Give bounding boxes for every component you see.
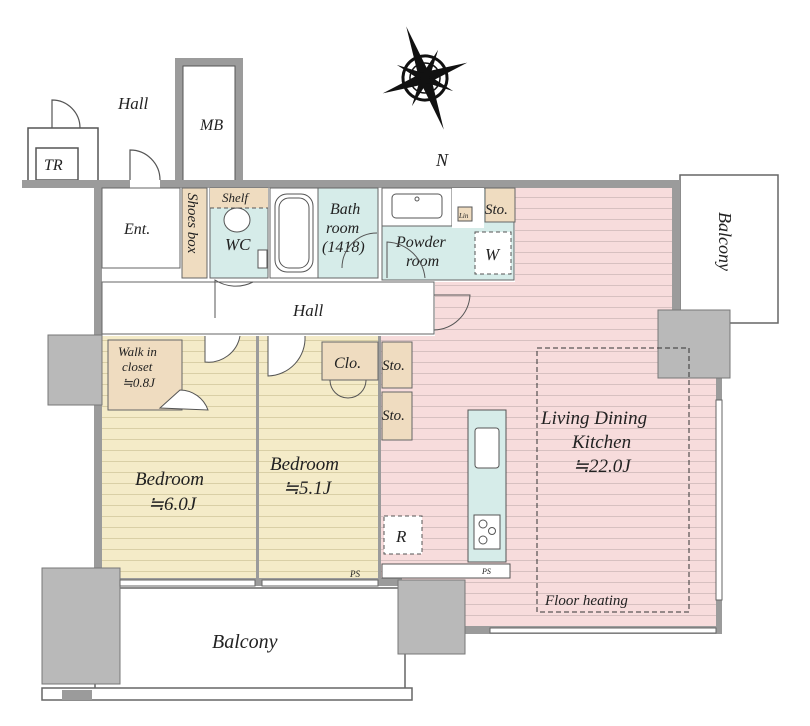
structural-columns	[41, 309, 731, 685]
ldk-size: ≒22.0J	[573, 456, 632, 477]
washer-label: W	[485, 245, 501, 264]
kitchen-sink-icon	[474, 427, 500, 469]
bedroom2-door[interactable]	[267, 335, 306, 377]
bath-label-1: Bath	[330, 201, 360, 218]
floor-heating-area	[536, 347, 690, 613]
shelf	[210, 188, 268, 208]
closet-door[interactable]	[329, 379, 367, 399]
bedroom1-door[interactable]	[204, 335, 241, 363]
bedroom2-size: ≒5.1J	[283, 478, 333, 499]
walk-in-label-1: Walk in	[118, 344, 157, 359]
bedroom2-label: Bedroom	[270, 454, 339, 475]
powder-label-1: Powder	[395, 234, 447, 251]
balcony-drain	[62, 690, 92, 700]
storage-2-label: Sto.	[382, 408, 405, 424]
storage-top-label: Sto.	[485, 202, 508, 218]
bathroom	[317, 187, 379, 279]
refrigerator-label: R	[395, 527, 407, 546]
linen-cabinet	[457, 206, 473, 222]
bath-label-2: room	[326, 220, 359, 237]
mb-label: MB	[199, 117, 223, 134]
north-label: N	[435, 150, 449, 170]
bedroom1-size: ≒6.0J	[148, 494, 198, 515]
hall	[101, 281, 435, 335]
entrance-door[interactable]	[129, 149, 161, 181]
storage-2	[381, 391, 413, 441]
toilet-icon	[223, 207, 251, 233]
bedroom1-label: Bedroom	[135, 469, 204, 490]
bath-door[interactable]	[341, 232, 378, 269]
wc-label: WC	[225, 235, 251, 254]
outside-hall-label: Hall	[117, 94, 149, 113]
storage-top	[484, 187, 516, 223]
shelf-label: Shelf	[222, 190, 250, 205]
powder-door[interactable]	[386, 241, 426, 279]
floor-heating-label: Floor heating	[544, 593, 628, 609]
storage-1	[381, 341, 413, 389]
shoes-box-label: Shoes box	[184, 193, 200, 254]
washbasin-icon	[391, 193, 443, 219]
closet	[321, 341, 379, 381]
tr-label: TR	[44, 157, 63, 174]
ps-label-1: PS	[349, 569, 360, 579]
compass-icon	[382, 26, 468, 130]
walk-in-size: ≒0.8J	[122, 375, 156, 390]
ps-label-2: PS	[481, 567, 491, 576]
balcony-rail	[41, 687, 413, 701]
refrigerator-space	[383, 515, 423, 555]
balcony-right	[679, 174, 779, 324]
washer-space	[474, 231, 512, 275]
living-dining-kitchen	[380, 188, 716, 626]
walk-in-label-2: closet	[122, 359, 153, 374]
hall-label: Hall	[292, 301, 324, 320]
shoes-box	[181, 187, 208, 279]
ldk-label-1: Living Dining	[540, 408, 647, 429]
pipe-space	[381, 563, 511, 579]
bathtub-icon	[274, 193, 314, 273]
entrance	[101, 187, 181, 269]
walk-in-closet	[107, 339, 183, 411]
wc-door[interactable]	[214, 279, 254, 318]
bath-label-3: (1418)	[322, 239, 365, 256]
windows	[119, 399, 723, 634]
lin-label: Lin	[458, 212, 469, 220]
walk-in-door[interactable]	[158, 389, 209, 411]
balcony-right-label: Balcony	[715, 212, 735, 271]
tr-door	[51, 99, 81, 129]
balcony-bottom-label: Balcony	[212, 631, 278, 653]
storage-1-label: Sto.	[382, 358, 405, 374]
powder-label-2: room	[406, 253, 439, 270]
closet-label: Clo.	[334, 355, 361, 372]
ldk-door[interactable]	[433, 294, 471, 331]
wc-sink-icon	[257, 249, 268, 269]
tr-box	[35, 147, 79, 181]
entrance-label: Ent.	[123, 221, 150, 238]
ldk-label-2: Kitchen	[571, 432, 631, 453]
stove-icon	[473, 514, 501, 550]
